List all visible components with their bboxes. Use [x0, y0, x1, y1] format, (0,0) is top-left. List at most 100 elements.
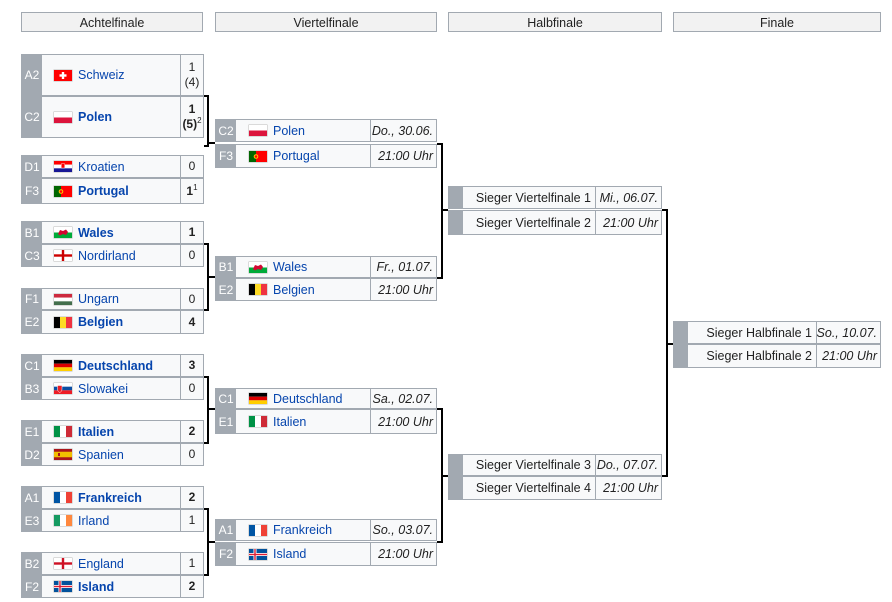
team-link[interactable]: Deutschland	[249, 389, 366, 408]
team-name: Deutschland	[273, 391, 343, 406]
match-date: Do., 30.06.	[370, 120, 436, 141]
team-link[interactable]: Portugal	[54, 179, 179, 203]
match-date: 21:00 Uhr	[370, 279, 436, 300]
bracket-connector	[662, 209, 673, 477]
flag-pl-icon	[249, 125, 267, 136]
flag-de-icon	[249, 393, 267, 404]
header-round-of-16: Achtelfinale	[21, 12, 203, 32]
team-name: Spanien	[78, 447, 124, 462]
match-date: 21:00 Uhr	[816, 345, 880, 367]
team-link[interactable]: Nordirland	[54, 245, 179, 266]
match-date: So., 03.07.	[370, 520, 436, 540]
team-link[interactable]: Irland	[54, 510, 179, 531]
seed-blank	[449, 211, 463, 234]
seed-label: C1	[216, 389, 236, 408]
bracket-connector	[437, 408, 448, 543]
team-link[interactable]: Kroatien	[54, 156, 179, 177]
score-cell: 0	[180, 378, 203, 399]
flag-es-icon	[54, 449, 72, 460]
seed-label: D2	[22, 444, 42, 465]
flag-sk-icon	[54, 383, 72, 394]
seed-label: E1	[22, 421, 42, 442]
team-link[interactable]: Frankreich	[249, 520, 366, 540]
flag-be-icon	[249, 284, 267, 295]
team-name: Frankreich	[273, 523, 333, 537]
seed-label: E3	[22, 510, 42, 531]
seed-blank	[674, 322, 688, 343]
seed-label: C1	[22, 355, 42, 376]
team-link[interactable]: Slowakei	[54, 378, 179, 399]
seed-label: C2	[216, 120, 236, 141]
winner-placeholder: Sieger Viertelfinale 3	[475, 458, 591, 472]
flag-be-icon	[54, 316, 72, 328]
score-cell: 2	[180, 576, 203, 597]
seed-blank	[449, 187, 463, 208]
flag-it-icon	[54, 426, 72, 437]
team-link[interactable]: England	[54, 553, 179, 574]
team-link[interactable]: Wales	[54, 222, 179, 243]
team-link[interactable]: Italien	[54, 421, 179, 442]
team-name: Italien	[273, 414, 307, 429]
flag-hr-icon	[54, 161, 72, 172]
team-link[interactable]: Ungarn	[54, 289, 179, 309]
team-link[interactable]: Italien	[249, 410, 366, 433]
team-name: Ungarn	[78, 292, 119, 306]
bracket-connector	[437, 143, 448, 279]
team-name: Irland	[78, 513, 110, 528]
team-link[interactable]: Wales	[249, 257, 366, 277]
team-name: Portugal	[78, 184, 129, 198]
match-date: 21:00 Uhr	[370, 410, 436, 433]
team-link[interactable]: Belgien	[249, 279, 366, 300]
team-link[interactable]: Spanien	[54, 444, 179, 465]
team-link[interactable]: Polen	[54, 97, 179, 137]
team-name: Belgien	[78, 315, 124, 329]
flag-en-icon	[54, 558, 72, 569]
team-link[interactable]: Island	[54, 576, 179, 597]
team-name: Wales	[273, 260, 308, 274]
seed-label: C2	[22, 97, 42, 137]
team-link[interactable]: Frankreich	[54, 487, 179, 508]
match-date: Sa., 02.07.	[370, 389, 436, 408]
team-link[interactable]: Polen	[249, 120, 366, 141]
score-cell: 0	[180, 156, 203, 177]
seed-label: B2	[22, 553, 42, 574]
seed-blank	[674, 345, 688, 367]
team-link[interactable]: Schweiz	[54, 55, 179, 95]
match-date: So., 10.07.	[816, 322, 880, 343]
qf-row-deutschland: C1 Deutschland Sa., 02.07.	[215, 388, 437, 409]
team-name: Belgien	[273, 282, 315, 297]
seed-label: F2	[22, 576, 42, 597]
team-link[interactable]: Island	[249, 543, 366, 565]
team-name: Island	[273, 547, 307, 561]
flag-fr-icon	[54, 492, 72, 503]
flag-pl-icon	[54, 111, 72, 123]
header-quarterfinal: Viertelfinale	[215, 12, 437, 32]
match-date: 21:00 Uhr	[370, 543, 436, 565]
match-date: 21:00 Uhr	[595, 477, 661, 499]
team-link[interactable]: Portugal	[249, 145, 366, 167]
team-name: Nordirland	[78, 248, 136, 263]
team-link[interactable]: Deutschland	[54, 355, 179, 376]
score-cell: 3	[180, 355, 203, 376]
team-link[interactable]: Belgien	[54, 311, 179, 333]
flag-wales-icon	[54, 227, 72, 238]
flag-it-icon	[249, 416, 267, 427]
final-row-2: Sieger Halbfinale 2 21:00 Uhr	[673, 344, 881, 368]
flag-ch-icon	[54, 69, 72, 81]
score-cell: 2	[180, 487, 203, 508]
team-name: Kroatien	[78, 159, 125, 174]
winner-placeholder: Sieger Halbfinale 2	[706, 349, 812, 363]
score-cell: 1	[180, 553, 203, 574]
